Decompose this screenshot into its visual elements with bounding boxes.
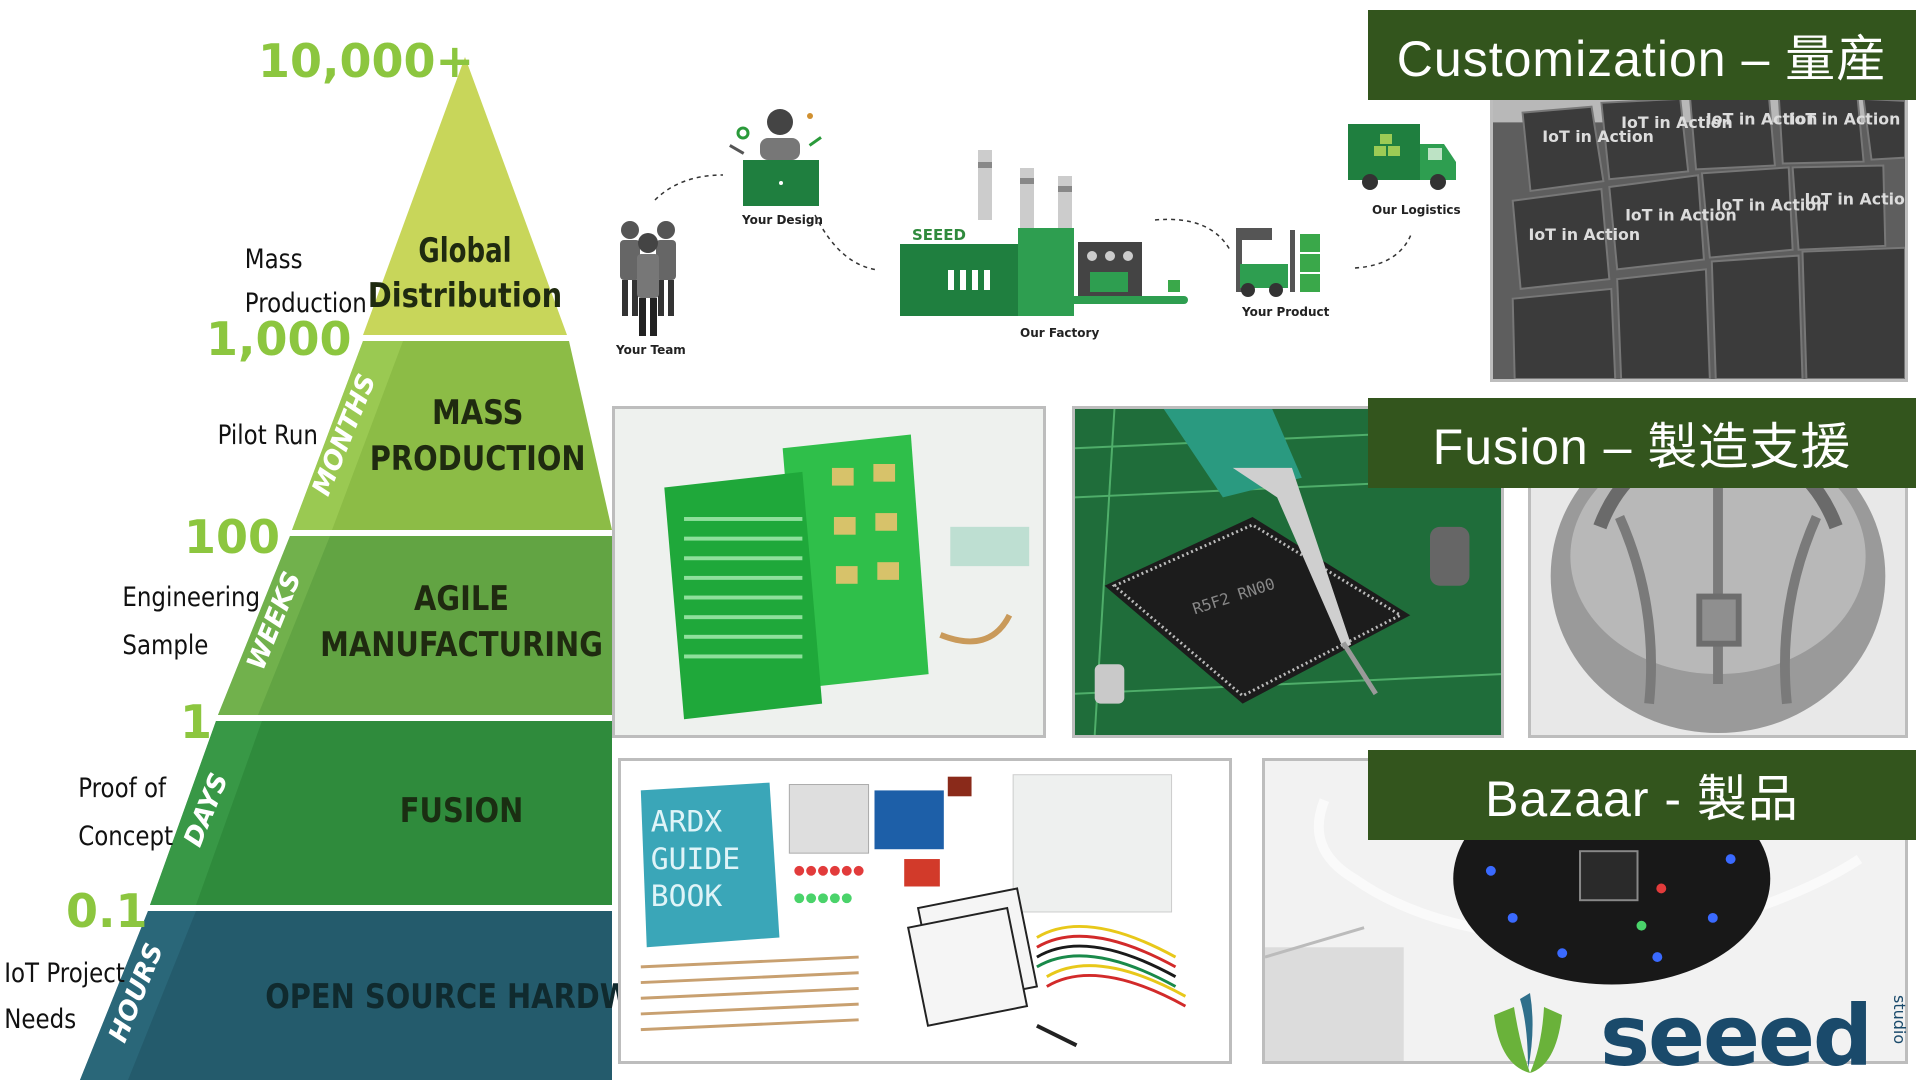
milestone-100: 100 xyxy=(184,510,280,564)
seeed-logo-text: seeed xyxy=(1600,987,1871,1080)
band-hours xyxy=(80,911,196,1080)
tier-global-label-1: Global xyxy=(418,232,511,271)
iot-box-label: IoT in Action xyxy=(1706,109,1818,128)
iot-box-label: IoT in Action xyxy=(1625,205,1737,224)
seeed-logo: seeed studio xyxy=(1494,987,1909,1080)
photo-ardx-kit: ARDX GUIDE BOOK xyxy=(618,758,1232,1064)
flow-label-factory: Our Factory xyxy=(1020,326,1099,340)
factory-icon xyxy=(900,150,1188,316)
flow-label-team: Your Team xyxy=(615,343,686,357)
side-label-poc-1: Proof of xyxy=(78,772,167,803)
flow-factory-sign: SEEED xyxy=(912,226,966,244)
milestone-0-1: 0.1 xyxy=(66,884,148,938)
forklift-icon xyxy=(1236,228,1320,297)
iot-box-label: IoT in Action xyxy=(1542,127,1654,146)
band-weeks xyxy=(218,536,330,715)
banner-fusion: Fusion – 製造支援 xyxy=(1368,398,1916,488)
tier-agile-label-1: AGILE xyxy=(414,580,509,619)
pyramid-diagram: Global Distribution MASS PRODUCTION AGIL… xyxy=(4,34,620,1080)
side-label-mass-2: Production xyxy=(245,287,367,318)
iot-box-label: IoT in Action xyxy=(1716,196,1828,215)
tier-mass-label-2: PRODUCTION xyxy=(370,440,586,479)
ardx-guide-line-1: ARDX xyxy=(651,805,723,839)
iot-box-label: IoT in Action xyxy=(1528,225,1640,244)
band-days xyxy=(150,721,262,905)
connector-factory-product xyxy=(1154,218,1231,251)
band-months xyxy=(292,341,403,530)
milestone-1000: 1,000 xyxy=(206,312,352,366)
banner-customization: Customization – 量産 xyxy=(1368,10,1916,100)
milestone-1: 1 xyxy=(180,695,212,749)
ardx-guide-line-2: GUIDE xyxy=(651,842,740,876)
seeed-logo-suffix: studio xyxy=(1890,995,1909,1044)
photo-iot-boxes: IoT in Action IoT in Action IoT in Actio… xyxy=(1490,90,1908,382)
tier-fusion xyxy=(150,721,612,905)
side-label-poc-2: Concept xyxy=(78,820,173,851)
flow-label-product: Your Product xyxy=(1241,305,1330,319)
seeed-leaf-icon xyxy=(1494,993,1562,1073)
side-label-pilot-run: Pilot Run xyxy=(218,419,318,450)
team-icon xyxy=(620,221,676,336)
truck-icon xyxy=(1348,124,1456,190)
iot-box-label: IoT in Action xyxy=(1789,109,1901,128)
side-label-iot-1: IoT Project xyxy=(4,957,125,988)
flow-label-design: Your Design xyxy=(741,213,823,227)
flow-label-logistics: Our Logistics xyxy=(1372,203,1461,217)
connector-product-logistics xyxy=(1354,231,1413,269)
connector-team-design xyxy=(654,174,724,201)
side-label-iot-2: Needs xyxy=(4,1003,76,1034)
banner-bazaar: Bazaar - 製品 xyxy=(1368,750,1916,840)
side-label-eng-1: Engineering xyxy=(122,581,260,612)
side-label-mass-1: Mass xyxy=(245,243,303,274)
tier-agile-label-2: MANUFACTURING xyxy=(320,626,603,665)
milestone-10000: 10,000+ xyxy=(258,34,474,88)
tier-global-distribution xyxy=(363,57,567,335)
tier-open-source-label: OPEN SOURCE HARDWARE xyxy=(265,978,620,1017)
ardx-guide-line-3: BOOK xyxy=(651,879,723,913)
flow-diagram: Your Team Your Design SEEED Our Factory xyxy=(615,109,1461,357)
photo-pcb-boards xyxy=(612,406,1046,738)
connector-design-factory xyxy=(814,214,879,271)
tier-fusion-label: FUSION xyxy=(400,792,524,831)
tier-open-source-hardware xyxy=(80,911,612,1080)
designer-icon xyxy=(729,109,822,206)
iot-box-label: IoT in Action xyxy=(1804,190,1905,209)
tier-agile-manufacturing xyxy=(218,536,612,715)
side-label-eng-2: Sample xyxy=(122,629,208,660)
iot-box-label: IoT in Action xyxy=(1621,113,1733,132)
tier-mass-label-1: MASS xyxy=(432,394,523,433)
tier-global-label-2: Distribution xyxy=(368,277,562,316)
